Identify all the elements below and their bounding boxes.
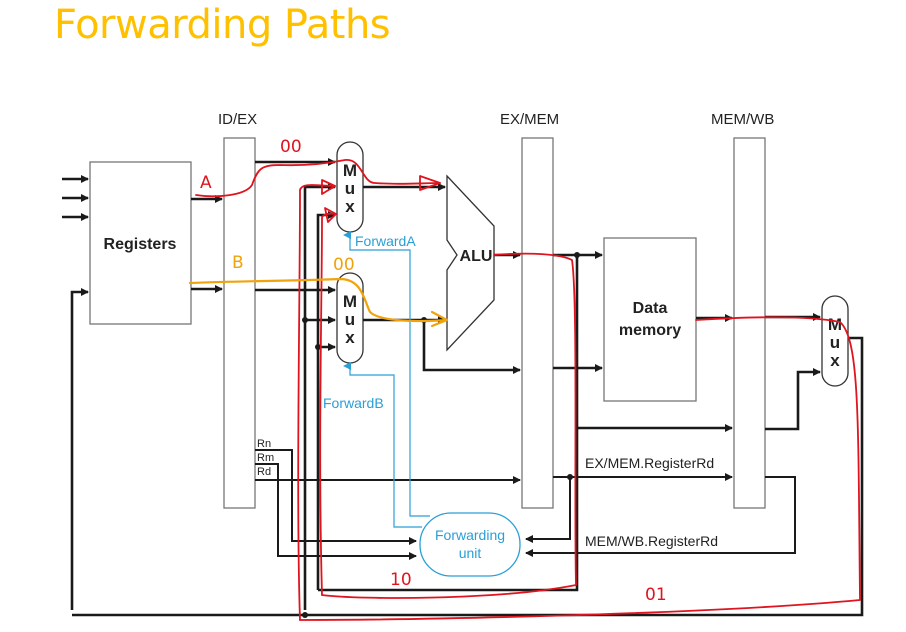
annotation-path-10 [319, 212, 337, 596]
id-ex-register [223, 137, 256, 509]
junction-dot [302, 317, 308, 323]
ex-mem-forward-wire [318, 255, 579, 592]
annotation-ex-mem-code: 10 [390, 570, 412, 590]
mux-b-to-ex-mem [422, 320, 521, 374]
annotation-forward-b-code: 00 [333, 255, 355, 275]
annotation-path-01 [297, 184, 336, 621]
junction-dot [302, 612, 308, 618]
annotation-path-b [188, 277, 449, 323]
mux-wb-letter-x: x [830, 351, 840, 370]
registers-block [89, 161, 192, 325]
mux-wb-letter-m: M [828, 315, 842, 334]
annotation-path-a [195, 159, 441, 198]
junction-dot [315, 344, 321, 350]
mux-b-letter-x: x [345, 328, 355, 347]
mux-a-letter-u: u [345, 179, 355, 198]
data-memory-label-2: memory [619, 322, 681, 339]
annotation-b: B [232, 253, 244, 273]
data-memory-block [603, 237, 697, 402]
mux-a-letter-x: x [345, 197, 355, 216]
ex-mem-registerrd-label: EX/MEM.RegisterRd [585, 455, 714, 471]
ex-mem-label: EX/MEM [500, 111, 559, 128]
annotation-mem-wb-code: 01 [645, 585, 667, 605]
rn-to-forwarding-wire [255, 449, 417, 545]
mem-wb-register [733, 137, 766, 509]
mem-wb-registerrd-label: MEM/WB.RegisterRd [585, 533, 718, 549]
forward-a-control-wire [343, 231, 430, 517]
mem-forward-to-mux-a [316, 211, 336, 590]
mux-wb-letter-u: u [830, 333, 840, 352]
forward-b-control-wire [343, 362, 422, 528]
wb-forward-to-mux-a [303, 183, 336, 610]
annotation-mem-wb-loop [299, 316, 861, 621]
rm-label: Rm [257, 452, 274, 464]
annotation-forward-a-code: 00 [280, 137, 302, 157]
mux-wb [821, 295, 849, 387]
annotation-arrow [419, 175, 441, 191]
forwarding-unit-label-1: Forwarding [435, 527, 505, 543]
mux-a-letter-m: M [343, 161, 357, 180]
mem-wb-rd-to-forwarding [525, 476, 796, 557]
slide-title: Forwarding Paths [54, 2, 391, 48]
forwarding-unit [419, 512, 521, 577]
forwarding-unit-label-2: unit [459, 545, 482, 561]
rm-to-forwarding-wire [255, 463, 417, 560]
data-memory-label-1: Data [633, 300, 668, 317]
alu-label: ALU [460, 248, 493, 265]
writeback-to-registers-wire [70, 288, 89, 610]
mem-wb-alu-to-mux [765, 368, 821, 431]
annotation-arrow [324, 207, 337, 223]
forward-b-label: ForwardB [323, 395, 384, 411]
alu [446, 174, 495, 352]
annotation-a: A [200, 173, 212, 193]
ex-mem-rd-to-forwarding [525, 477, 571, 543]
ex-mem-register [521, 137, 554, 509]
mux-b-letter-m: M [343, 292, 357, 311]
mem-wb-label: MEM/WB [711, 111, 774, 128]
registers-label: Registers [104, 236, 177, 253]
rn-label: Rn [257, 438, 271, 450]
rd-label: Rd [257, 466, 271, 478]
annotation-arrow [430, 310, 449, 328]
annotation-arrow [321, 179, 336, 195]
forward-a-label: ForwardA [355, 233, 416, 249]
mux-b-letter-u: u [345, 310, 355, 329]
id-ex-label: ID/EX [218, 111, 257, 128]
annotation-ex-mem-loop [321, 252, 577, 599]
